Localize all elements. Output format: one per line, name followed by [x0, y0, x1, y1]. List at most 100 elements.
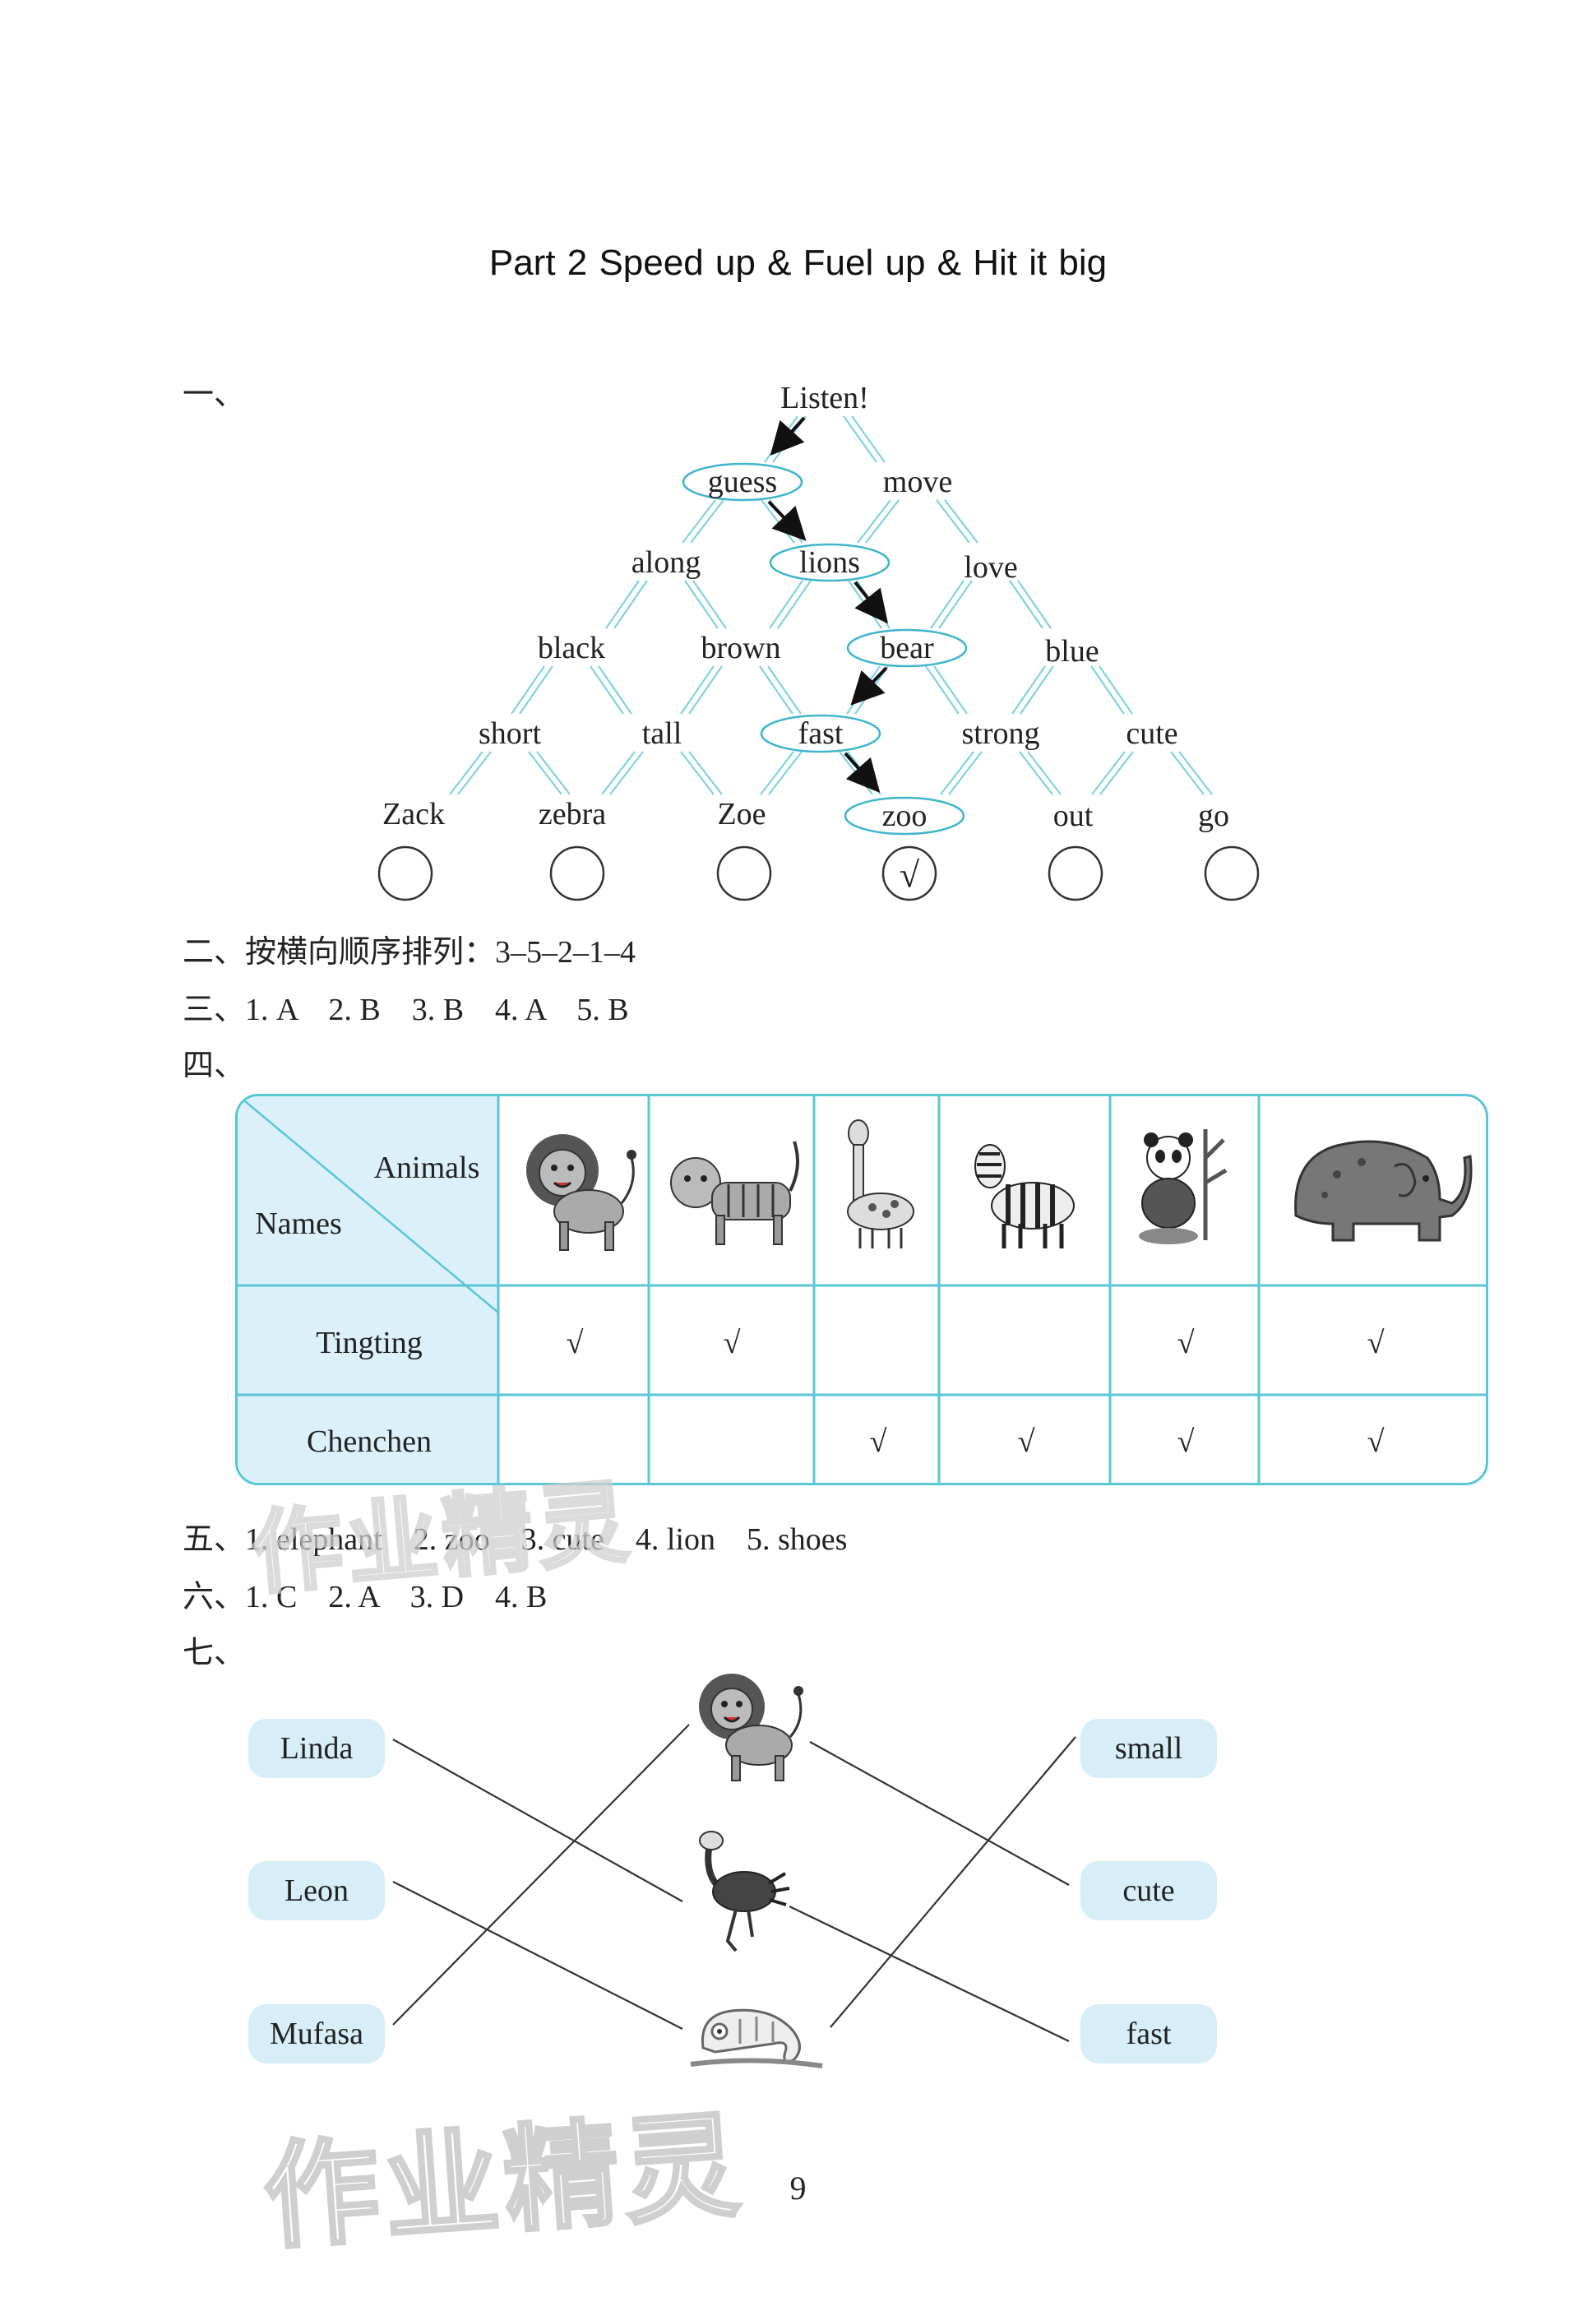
page-title: Part 2 Speed up & Fuel up & Hit it big — [488, 243, 1108, 283]
connector-line — [1027, 751, 1062, 795]
connector-line — [857, 499, 891, 544]
connector-line — [760, 751, 794, 795]
connector-line — [777, 580, 812, 629]
panda-icon — [1139, 1129, 1228, 1244]
highlight-ellipse — [769, 543, 891, 582]
highlight-ellipse — [846, 628, 968, 668]
connector-line — [1017, 580, 1052, 629]
path-arrow — [854, 581, 888, 624]
answer-circle — [377, 845, 433, 901]
connector-line — [767, 665, 802, 715]
mark: √ — [566, 1326, 584, 1360]
connector-line — [1019, 751, 1053, 795]
mark: √ — [723, 1326, 741, 1360]
answer-circle — [881, 845, 937, 901]
section-4-label: 四、 — [183, 1049, 246, 1083]
connector-line — [1020, 665, 1054, 715]
connector-line — [590, 665, 624, 715]
connector-line — [936, 499, 970, 544]
pyramid-word: tall — [641, 716, 682, 751]
path-arrow — [850, 666, 888, 706]
connector-line — [769, 580, 803, 629]
mark: √ — [1367, 1326, 1385, 1360]
section-6-answer: 六、1. C 2. A 3. D 4. B — [183, 1580, 548, 1614]
answer-check-mark: √ — [899, 854, 920, 896]
pyramid-word: move — [882, 465, 953, 499]
section-7-label: 七、 — [183, 1636, 246, 1670]
highlight-ellipse — [682, 462, 803, 502]
connector-line — [933, 665, 968, 715]
connector-line — [1170, 751, 1205, 795]
highlight-ellipse — [760, 714, 881, 753]
section-3-answer: 三、1. A 2. B 3. B 4. A 5. B — [183, 993, 629, 1027]
connector-line — [605, 580, 640, 629]
pyramid-word: cute — [1126, 716, 1178, 751]
connector-line — [457, 751, 492, 795]
pyramid-word-listen: Listen! — [780, 381, 869, 415]
connector-line — [938, 580, 973, 629]
mark: √ — [1177, 1326, 1195, 1360]
connector-line — [449, 751, 483, 795]
connector-line — [948, 751, 983, 795]
connector-line — [764, 415, 798, 463]
lion-icon — [699, 1674, 803, 1781]
mark: √ — [1177, 1424, 1195, 1459]
highlight-ellipse — [844, 796, 965, 836]
connector-line — [613, 580, 648, 629]
connector-line — [519, 665, 553, 715]
answer-circle — [716, 845, 772, 901]
pyramid-word: black — [537, 631, 606, 665]
mark: √ — [869, 1424, 887, 1459]
pyramid-word: blue — [1045, 634, 1099, 669]
connector-line — [598, 665, 632, 715]
connector-line — [688, 665, 723, 715]
connector-line — [511, 665, 545, 715]
name-pill-linda: Linda — [248, 1719, 385, 1778]
pyramid-word: out — [1052, 799, 1094, 833]
header-names: Names — [255, 1206, 342, 1241]
elephant-icon — [1294, 1140, 1473, 1242]
connector-line — [682, 499, 716, 544]
adjective-pill-cute: cute — [1080, 1861, 1217, 1920]
connector-line — [680, 665, 715, 715]
pyramid-word: guess — [707, 465, 778, 499]
name-pill-mufasa: Mufasa — [248, 2004, 385, 2063]
header-animals: Animals — [373, 1151, 480, 1185]
connector-line — [536, 751, 571, 795]
connector-line — [684, 580, 719, 629]
chameleon-icon — [690, 2008, 823, 2068]
section-1-label: 一、 — [183, 377, 246, 412]
mark: √ — [1367, 1424, 1385, 1459]
pyramid-word: lions — [799, 545, 860, 580]
animals-table: Animals Names Tingting Chenchen √ √ √ √ … — [235, 1094, 1488, 1485]
connector-line — [944, 499, 978, 544]
pyramid-word: Zack — [382, 797, 445, 831]
connector-line — [1091, 751, 1126, 795]
adjective-pill-fast: fast — [1080, 2004, 1217, 2063]
connector-line — [848, 580, 882, 629]
pyramid-word: bear — [880, 631, 934, 665]
table-grid — [238, 1096, 1486, 1483]
connector-line — [851, 415, 886, 463]
connector-line — [1178, 751, 1213, 795]
pyramid-word: Zoe — [717, 797, 766, 831]
connector-line — [528, 751, 562, 795]
connector-line — [1090, 665, 1125, 715]
pyramid-word: go — [1198, 799, 1229, 833]
connector-line — [601, 751, 636, 795]
connector-line — [940, 751, 974, 795]
connector-line — [865, 499, 900, 544]
connector-line — [1009, 580, 1043, 629]
path-arrow — [767, 500, 807, 541]
section-2-answer: 二、按横向顺序排列：3–5–2–1–4 — [183, 935, 636, 970]
path-arrow — [844, 752, 881, 794]
answer-circle — [549, 845, 605, 901]
zebra-icon — [974, 1144, 1075, 1248]
word-pyramid-graphic — [377, 415, 1260, 901]
pyramid-word: fast — [798, 716, 844, 751]
lion-icon — [526, 1134, 636, 1251]
pyramid-word: brown — [701, 631, 781, 665]
connector-line — [768, 751, 803, 795]
path-arrow — [770, 416, 806, 456]
adjective-pill-small: small — [1080, 1719, 1217, 1778]
